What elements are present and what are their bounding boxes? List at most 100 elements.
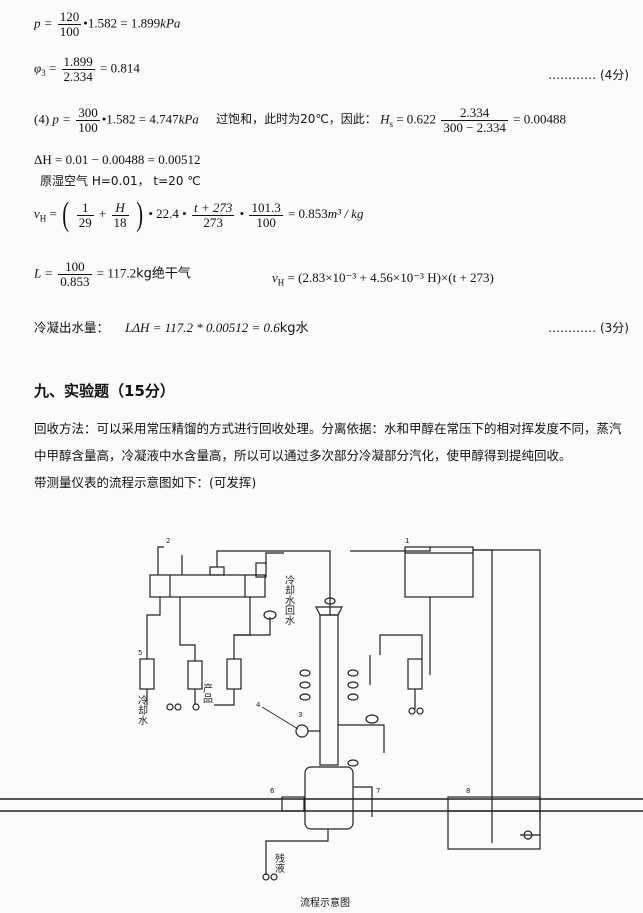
storage-tank <box>447 796 541 850</box>
eq-vh-f2: H 18 <box>111 200 129 230</box>
eq-vh-f4-den: 100 <box>256 214 276 230</box>
feed-valve-2 <box>416 707 424 715</box>
level-gauge-pipe <box>353 786 373 817</box>
leader-line-4 <box>261 706 299 730</box>
eq-vh-f2-den: 18 <box>113 214 127 230</box>
eq-p4-num: 300 <box>76 105 100 121</box>
thermometer-8 <box>347 759 359 767</box>
num-5: 5 <box>138 649 142 657</box>
pump <box>523 830 533 840</box>
eq-dh-text: ΔH = 0.01 − 0.00488 = 0.00512 <box>34 152 201 167</box>
reboiler <box>304 766 354 830</box>
eq-vh-sub: H <box>39 213 47 224</box>
cond-label: 冷凝出水量： <box>34 320 110 335</box>
eq-p3-frac: 120 100 <box>57 9 82 39</box>
condenser-vent-pipe <box>157 546 164 575</box>
thermometer-7 <box>365 714 379 724</box>
eq-vh2: vH = (2.83×10⁻³ + 4.56×10⁻³ H)×(t + 273) <box>272 270 643 288</box>
eq-p4-unit: kPa <box>178 111 199 127</box>
eq-vh-f1-num: 1 <box>76 200 94 216</box>
eq-hs-den: 300 − 2.334 <box>443 120 506 135</box>
left-valve-2 <box>174 703 182 711</box>
eq-vh-f3-num: t + 273 <box>191 199 235 216</box>
eq-phi3-num: 1.899 <box>61 54 95 70</box>
eq-p3: p = 120 100 •1.582 = 1.899kPa <box>34 10 643 39</box>
distillation-column <box>319 614 339 766</box>
score-4: ………… (4分) <box>548 68 629 82</box>
left-valve-3 <box>192 703 200 711</box>
eq-l-lhs: L = <box>34 265 54 281</box>
eq-p4-den: 100 <box>78 120 98 135</box>
eq-vh-rhs: = 0.853 <box>287 205 328 221</box>
eq-vh2-sub: H <box>277 277 285 288</box>
reflux-pipe <box>179 597 196 661</box>
eq-phi3-den: 2.334 <box>63 69 93 84</box>
eq-p3-unit: kPa <box>160 15 181 31</box>
num-4: 4 <box>256 701 261 709</box>
eq-phi3-frac: 1.899 2.334 <box>61 54 95 84</box>
cond-unit: kg水 <box>279 321 309 336</box>
eq-l-num: 100 <box>58 260 92 275</box>
eq-vh-f3-den: 273 <box>203 214 223 230</box>
eq-step4: (4) p = 300 100 •1.582 = 4.747kPa 过饱和，此时… <box>34 106 643 135</box>
num-8: 8 <box>466 787 470 795</box>
thermometer-5 <box>299 693 311 701</box>
eq-p3-den: 100 <box>59 24 80 39</box>
eq-p3-rhs: •1.582 = 1.899 <box>83 15 161 31</box>
num-3: 3 <box>298 711 302 719</box>
column-top <box>315 606 343 616</box>
left-valve-1 <box>166 703 174 711</box>
eq-hs-frac: 2.334 300 − 2.334 <box>441 106 508 135</box>
condenser-valve <box>255 562 267 578</box>
step4-label: (4) <box>34 111 50 127</box>
eq-vh-f3: t + 273 273 <box>191 199 235 230</box>
product-down <box>214 689 235 706</box>
residue-valve <box>262 873 270 881</box>
eq-dh: ΔH = 0.01 − 0.00488 = 0.00512 <box>34 152 643 168</box>
eq-vh-f4: 101.3 100 <box>249 199 283 230</box>
eq-phi3-eq: = <box>48 60 57 76</box>
label-product: 产品 <box>201 682 213 704</box>
label-cooling-water: 冷却水 <box>136 694 148 725</box>
eq-p4-frac: 300 100 <box>76 106 100 135</box>
eq-vh2-lhs: v <box>272 270 278 285</box>
num-1: 1 <box>405 537 409 545</box>
condenser <box>149 574 266 598</box>
side-pipe <box>338 724 385 753</box>
thermometer-3 <box>299 681 311 689</box>
feed-rotameter <box>407 658 423 690</box>
eq-vh-plus: + <box>98 205 107 221</box>
eq-phi3: φ3 = 1.899 2.334 = 0.814 <box>34 55 643 84</box>
thermometer-top <box>324 597 336 605</box>
product-gauge <box>263 610 277 620</box>
label-cooling-water-out: 冷却水回水 <box>283 574 295 625</box>
pressure-gauge <box>295 724 309 738</box>
cooling-water-in-pipe <box>146 597 161 659</box>
eq-p3-lhs: p = <box>34 15 53 31</box>
eq-hs-num: 2.334 <box>441 106 508 121</box>
eq-vh-dot: • <box>239 205 245 221</box>
num-2: 2 <box>166 537 170 545</box>
eq-vh-f4-num: 101.3 <box>249 199 283 216</box>
p4-note: 过饱和，此时为20℃，因此： <box>216 112 377 127</box>
eq-l-frac: 100 0.853 <box>58 260 92 289</box>
rotameter-cooling-water <box>139 658 155 690</box>
section-9-para2: 中甲醇含量高，冷凝液中水含量高，所以可以通过多次部分冷凝部分汽化，使甲醇得到提纯… <box>34 448 572 463</box>
eq-p3-num: 120 <box>57 9 82 25</box>
thermometer-4 <box>347 681 359 689</box>
eq-cond: 冷凝出水量： LΔH = 117.2 * 0.00512 = 0.6kg水 <box>34 317 643 336</box>
diagram-caption: 流程示意图 <box>300 898 350 909</box>
residue-valve-2 <box>270 873 278 881</box>
feed-valve <box>408 707 416 715</box>
thermometer-2 <box>347 669 359 677</box>
eq-vh-lhs: v <box>34 205 40 221</box>
eq-l: L = 100 0.853 = 117.2kg绝干气 <box>34 260 643 289</box>
eq-vh-unit: m³ / kg <box>327 205 364 221</box>
eq-phi3-rhs: = 0.814 <box>100 60 140 76</box>
heater <box>281 796 305 812</box>
thermometer-1 <box>299 669 311 677</box>
num-7: 7 <box>376 787 380 795</box>
eq-hs-sub: s <box>389 119 393 130</box>
vh-paren-open: ( <box>62 196 70 233</box>
num-6: 6 <box>270 787 275 795</box>
